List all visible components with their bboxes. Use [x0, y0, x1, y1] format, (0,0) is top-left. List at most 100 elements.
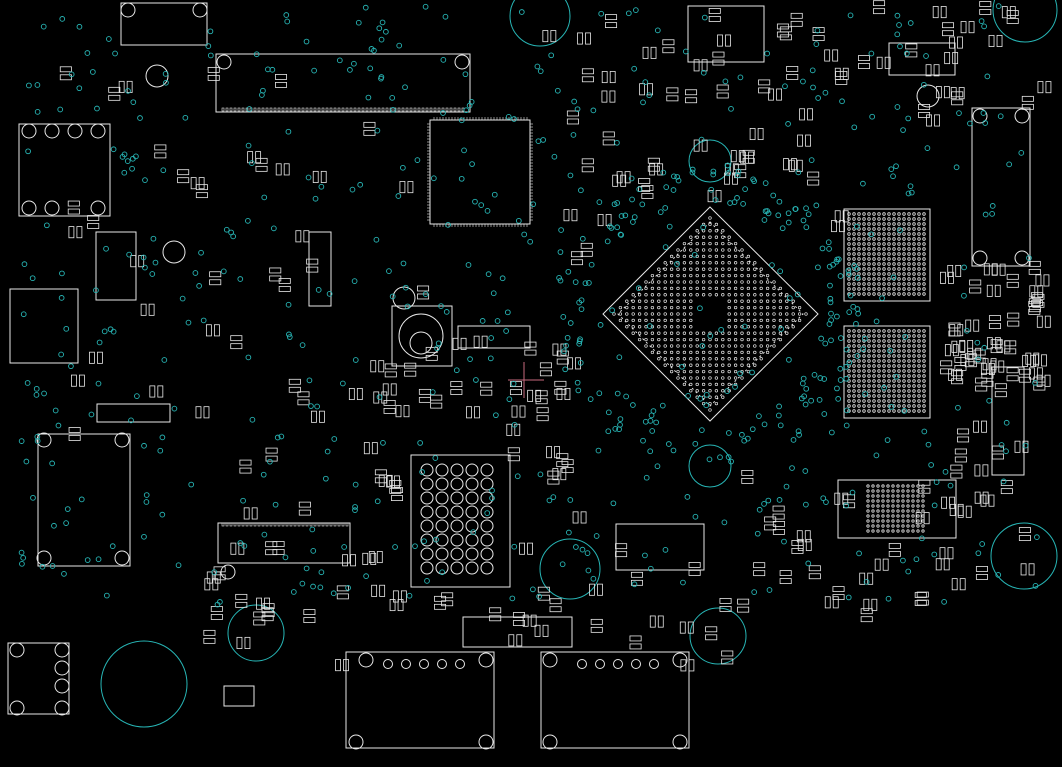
- via: [34, 82, 41, 88]
- ram-ball: [892, 359, 896, 363]
- soc-ball: [701, 261, 706, 265]
- via: [854, 306, 861, 312]
- soc-ball: [657, 325, 661, 329]
- pad: [716, 92, 729, 99]
- via: [756, 413, 762, 419]
- via: [902, 333, 908, 340]
- ram-ball: [852, 212, 856, 216]
- ram-ball: [922, 389, 926, 393]
- pad: [638, 186, 651, 192]
- via: [785, 210, 792, 217]
- fpc-pin: [293, 522, 297, 527]
- via: [345, 585, 351, 591]
- soc-ball: [753, 357, 757, 361]
- wifi-pad: [465, 505, 479, 519]
- pad: [647, 157, 660, 164]
- soc-ball: [676, 299, 680, 303]
- via: [779, 225, 786, 232]
- fpc-pin: [349, 107, 353, 112]
- hdmi-connector-right[interactable]: [540, 651, 690, 749]
- via: [897, 227, 903, 234]
- crystal-mid[interactable]: [308, 231, 332, 307]
- fpc-pin: [361, 107, 365, 112]
- ram-ball: [872, 399, 876, 403]
- ethernet-rj45[interactable]: [18, 123, 111, 217]
- pad: [601, 71, 608, 84]
- soc-ball: [714, 267, 719, 271]
- via: [49, 563, 56, 569]
- passive-component: [1032, 293, 1045, 308]
- passive-component: [190, 177, 205, 190]
- via: [514, 473, 521, 480]
- pad: [687, 621, 694, 634]
- ram-ball: [917, 232, 921, 236]
- pad: [1036, 315, 1043, 328]
- pad: [549, 598, 562, 605]
- ram-ball: [872, 329, 876, 333]
- soc-ball: [740, 350, 744, 355]
- via: [825, 239, 832, 246]
- pad: [556, 461, 569, 468]
- soc-ball: [663, 273, 667, 278]
- connector-small-bottom[interactable]: [223, 685, 255, 707]
- ram-ball: [847, 354, 851, 358]
- ddr-ram-bottom[interactable]: [843, 325, 931, 419]
- soc-main[interactable]: [602, 206, 819, 422]
- ram-ball: [892, 344, 896, 348]
- ram-ball: [867, 389, 871, 393]
- wifi-pad: [480, 505, 494, 519]
- pad: [1032, 301, 1045, 308]
- chip-right-top2[interactable]: [888, 42, 956, 76]
- ram-ball: [882, 282, 886, 286]
- pad: [975, 347, 982, 360]
- via: [561, 348, 567, 355]
- pad: [786, 74, 799, 80]
- ram-ball: [877, 334, 881, 338]
- hdmi-connector-left[interactable]: [345, 651, 495, 749]
- ram-ball: [872, 344, 876, 348]
- ic-center-bottom[interactable]: [615, 523, 705, 571]
- passive-component: [988, 34, 1003, 47]
- emmc-ball: [896, 519, 900, 523]
- header-bottom-center[interactable]: [462, 616, 573, 648]
- wifi-module[interactable]: [410, 454, 511, 588]
- ram-ball: [877, 354, 881, 358]
- pad: [923, 512, 930, 525]
- ram-ball: [857, 262, 861, 266]
- sd-card-slot[interactable]: [37, 433, 131, 567]
- via: [305, 174, 312, 181]
- pad: [949, 324, 956, 337]
- sim-slot-right[interactable]: [971, 107, 1031, 267]
- connector-bottom-left[interactable]: [7, 642, 70, 715]
- soc-ball: [708, 408, 712, 412]
- pad: [942, 30, 955, 37]
- passive-component: [391, 487, 404, 501]
- connector-right-mid[interactable]: [991, 366, 1025, 476]
- via: [801, 393, 807, 400]
- ddr-ram-top[interactable]: [843, 208, 931, 302]
- soc-ball: [797, 305, 802, 310]
- sim-slot-left[interactable]: [9, 288, 79, 364]
- passive-component: [570, 251, 583, 266]
- usb-connector-top-left[interactable]: [120, 2, 208, 46]
- chip-top-right[interactable]: [687, 5, 765, 63]
- crystal-left[interactable]: [96, 403, 171, 423]
- pad: [955, 264, 962, 277]
- soc-ball: [733, 325, 738, 329]
- pad: [940, 6, 947, 19]
- pmic[interactable]: [391, 305, 453, 367]
- ram-ball: [907, 384, 911, 388]
- regulator-mid[interactable]: [457, 325, 531, 349]
- via: [414, 157, 421, 163]
- via: [761, 421, 768, 428]
- via: [567, 497, 574, 503]
- pad: [397, 599, 404, 612]
- ram-ball: [912, 287, 916, 291]
- fpc-connector-top[interactable]: [215, 53, 471, 113]
- soc-ball: [721, 286, 725, 291]
- via: [663, 184, 670, 190]
- fpc-pin: [265, 107, 269, 112]
- emmc-flash[interactable]: [837, 479, 957, 539]
- via: [692, 513, 699, 520]
